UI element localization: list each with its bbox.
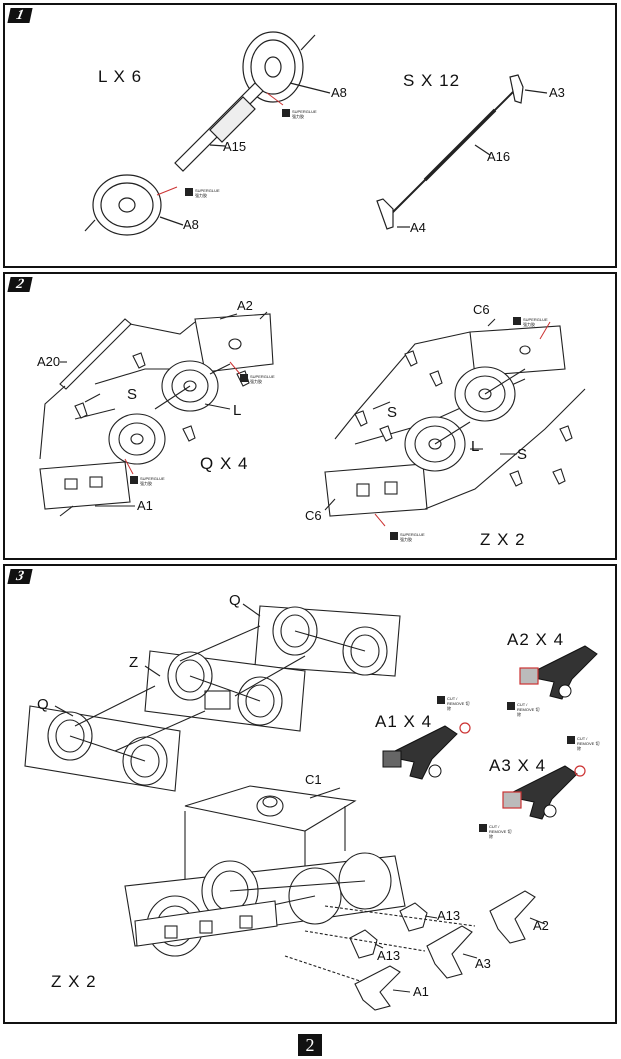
glue-note: SUPERGLUE 强力胶 — [523, 317, 548, 327]
cut-note: CUT / REMOVE 切除 — [447, 696, 470, 711]
label-c1: C1 — [305, 772, 322, 787]
label-c6-top: C6 — [473, 302, 490, 317]
label-a1: A1 — [137, 498, 153, 513]
quantity-a1: A1 X 4 — [375, 712, 433, 731]
glue-note: SUPERGLUE 强力胶 — [195, 188, 220, 198]
cut-note: CUT / REMOVE 切除 — [489, 824, 512, 839]
label-a8-top: A8 — [331, 85, 347, 100]
label-z: Z — [129, 654, 139, 671]
glue-icon — [130, 317, 521, 540]
label-l-left: L — [233, 402, 242, 419]
step-3-illustration — [24, 603, 598, 1011]
quantity-a3: A3 X 4 — [489, 756, 547, 775]
glue-note: SUPERGLUE 强力胶 — [400, 532, 425, 542]
label-a8-bottom: A8 — [183, 217, 199, 232]
label-a15: A15 — [223, 139, 247, 154]
label-l-right: L — [471, 438, 480, 455]
glue-icon — [185, 109, 290, 196]
label-a2: A2 — [533, 918, 549, 933]
step-1-illustration — [84, 31, 548, 236]
label-a20: A20 — [37, 354, 61, 369]
label-q-left: Q — [37, 696, 49, 713]
quantity-z-bottom: Z X 2 — [51, 972, 97, 991]
quantity-l: L X 6 — [98, 67, 143, 86]
cut-icon — [437, 696, 575, 832]
cut-note: CUT / REMOVE 切除 — [517, 702, 540, 717]
quantity-q: Q X 4 — [200, 454, 249, 473]
label-s-left: S — [127, 386, 138, 403]
page-number: 2 — [298, 1034, 322, 1056]
step-1-panel: 1 — [3, 3, 617, 268]
step-2-illustration — [39, 311, 586, 540]
label-c6-bottom: C6 — [305, 508, 322, 523]
quantity-s: S X 12 — [403, 71, 461, 90]
label-a16: A16 — [487, 149, 511, 164]
label-q-top: Q — [229, 592, 241, 609]
label-s-right-top: S — [387, 404, 398, 421]
label-a3: A3 — [549, 85, 565, 100]
label-a2: A2 — [237, 298, 253, 313]
glue-note: SUPERGLUE 强力胶 — [292, 109, 317, 119]
quantity-a2: A2 X 4 — [507, 630, 565, 649]
cut-note: CUT / REMOVE 切除 — [577, 736, 600, 751]
label-a3: A3 — [475, 956, 491, 971]
step-2-panel: 2 — [3, 272, 617, 560]
label-a4: A4 — [410, 220, 426, 235]
label-s-right-bottom: S — [517, 446, 528, 463]
quantity-z: Z X 2 — [480, 530, 526, 549]
label-a13-top: A13 — [437, 908, 461, 923]
glue-note: SUPERGLUE 强力胶 — [140, 476, 165, 486]
step-3-panel: 3 — [3, 564, 617, 1024]
label-a1: A1 — [413, 984, 429, 999]
label-a13-bottom: A13 — [377, 948, 401, 963]
glue-note: SUPERGLUE 强力胶 — [250, 374, 275, 384]
